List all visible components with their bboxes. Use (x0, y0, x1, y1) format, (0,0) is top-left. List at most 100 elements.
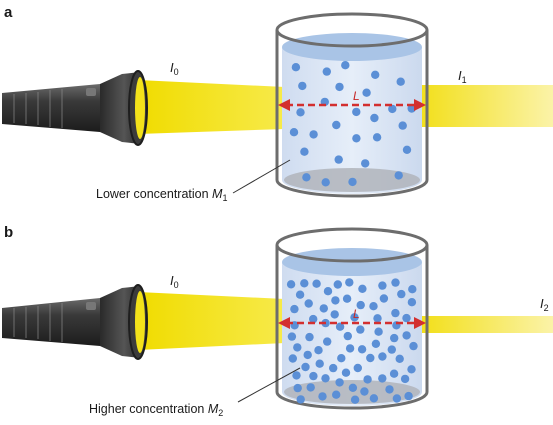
particle (374, 327, 383, 336)
particle (388, 104, 397, 114)
particle (397, 289, 406, 299)
particle (292, 371, 301, 380)
particle (379, 294, 389, 303)
particle (394, 171, 403, 180)
path-length-arrow-a (278, 99, 426, 111)
panel-letter-a: a (4, 4, 13, 21)
particle (402, 331, 411, 340)
panel-a: a (2, 4, 553, 203)
particle (366, 353, 375, 363)
particle (293, 383, 302, 393)
particle (304, 299, 313, 308)
particle (402, 313, 411, 323)
path-length-label-b: L (353, 307, 360, 321)
particle (302, 173, 311, 182)
particle (300, 147, 309, 156)
particle (334, 155, 343, 164)
particle (329, 363, 338, 373)
transmitted-intensity-label-a: I1 (458, 68, 467, 85)
panel-b: b (2, 224, 553, 418)
incident-beam-b (138, 292, 285, 350)
particle (378, 374, 387, 383)
particle (309, 130, 318, 139)
transmitted-beam-b (420, 316, 553, 333)
particle (389, 369, 399, 378)
particle (301, 362, 310, 372)
particle (309, 314, 318, 324)
beaker-icon (275, 227, 429, 410)
particle (309, 371, 318, 381)
particle (348, 383, 358, 392)
particle (333, 280, 342, 289)
particle (407, 104, 416, 113)
caption-b: Higher concentration M2 (89, 402, 223, 418)
particle (331, 296, 340, 305)
particle (395, 354, 404, 363)
particle (408, 285, 417, 294)
particle (390, 333, 399, 343)
particle (337, 354, 346, 363)
particle (402, 145, 412, 154)
panel-letter-b: b (4, 224, 13, 241)
particle (371, 339, 381, 348)
particle (332, 120, 341, 130)
particle (356, 300, 365, 310)
particle (335, 82, 344, 92)
particle (319, 304, 328, 313)
particle (293, 343, 302, 352)
particle (288, 354, 297, 363)
particle (341, 368, 351, 377)
caption-a: Lower concentration M1 (96, 187, 227, 203)
particle (392, 394, 402, 403)
particle (358, 284, 367, 293)
particle (318, 392, 327, 401)
particle (369, 302, 378, 311)
particle (289, 128, 299, 137)
particle (314, 346, 323, 355)
particles-low (289, 60, 416, 187)
particle (398, 121, 407, 130)
path-length-label-a: L (353, 89, 360, 103)
particle (323, 287, 333, 296)
particle (345, 344, 355, 353)
particle (391, 308, 400, 318)
particle (371, 70, 380, 80)
particle (348, 177, 357, 187)
particle (291, 62, 301, 72)
path-length-arrow-b (278, 317, 426, 329)
particle (385, 385, 394, 394)
caption-leader-a (232, 159, 291, 194)
incident-intensity-label-b: I0 (170, 273, 179, 290)
particle (372, 133, 382, 142)
particle (361, 159, 370, 168)
particle (332, 390, 341, 399)
particle (391, 278, 400, 287)
particle (287, 332, 297, 341)
particle (360, 387, 369, 396)
particle (350, 313, 359, 322)
particle (378, 352, 387, 361)
particle (357, 345, 367, 354)
particle (341, 60, 350, 70)
particle (369, 394, 379, 403)
particle (352, 107, 361, 117)
particle (342, 294, 352, 303)
particle (330, 310, 339, 319)
particle (378, 281, 387, 290)
particle (305, 332, 314, 342)
incident-beam-a (138, 80, 285, 134)
transmitted-intensity-label-b: I2 (540, 296, 549, 313)
particle (353, 363, 362, 373)
particle (352, 134, 361, 143)
particle (350, 395, 360, 404)
particle (404, 391, 413, 401)
particle (300, 279, 309, 288)
particle (323, 337, 332, 346)
particle (407, 298, 417, 307)
particles-high (286, 278, 418, 404)
transmitted-beam-a (418, 85, 553, 127)
particle (298, 81, 307, 91)
particle (321, 374, 330, 383)
particle (335, 378, 344, 387)
